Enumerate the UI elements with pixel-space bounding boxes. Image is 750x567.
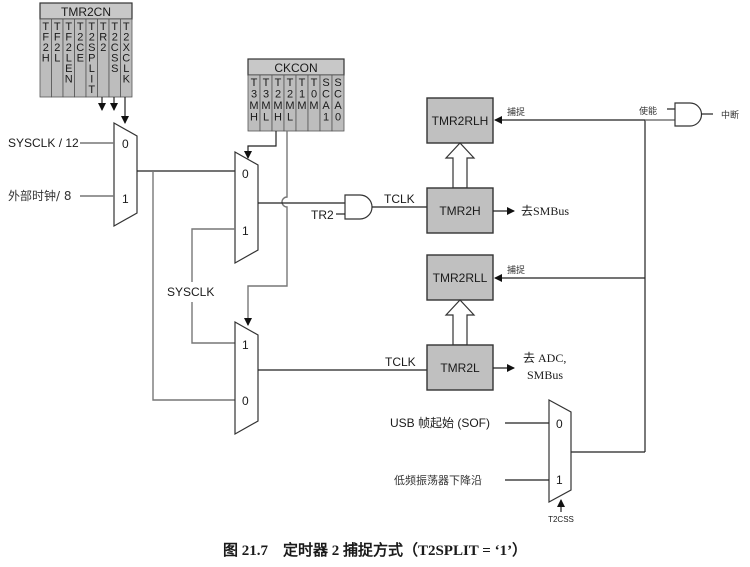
mux1-to-mux3-wire bbox=[152, 171, 235, 401]
tmr2h-label: TMR2H bbox=[439, 204, 480, 218]
usb-sof-label: USB 帧起始 (SOF) bbox=[390, 416, 490, 430]
ckcon-bit-sca0 bbox=[331, 74, 345, 132]
tmr2l-label: TMR2L bbox=[440, 361, 480, 375]
t2mh-arrow bbox=[244, 131, 277, 159]
ckcon-title: CKCON bbox=[274, 61, 317, 75]
sysclk-div12-label: SYSCLK / 12 bbox=[8, 136, 79, 150]
t2css-label: T2CSS bbox=[548, 515, 574, 524]
tmr2rlh-block bbox=[426, 97, 494, 144]
extclk-div8-label: 外部时钟/ 8 bbox=[8, 188, 72, 203]
high-byte-mux bbox=[234, 150, 259, 265]
tmr2rlh-label: TMR2RLH bbox=[432, 114, 489, 128]
tclk-high-label: TCLK bbox=[384, 192, 415, 206]
tmr2rll-label: TMR2RLL bbox=[433, 271, 488, 285]
tmr2l-block bbox=[426, 344, 494, 391]
clock-source-mux bbox=[113, 121, 138, 228]
tmr2l-to-rll-capture-arrow bbox=[444, 299, 476, 346]
t2ml-wire bbox=[247, 131, 288, 325]
tmr2cn-bit-t2xclk bbox=[120, 18, 133, 98]
low-byte-mux bbox=[234, 320, 259, 436]
tr2-label: TR2 bbox=[311, 208, 334, 222]
interrupt-and-gate bbox=[674, 102, 703, 127]
tclk-low-label: TCLK bbox=[385, 355, 416, 369]
mux2-input-0-label: 0 bbox=[242, 167, 249, 181]
enable-label: 使能 bbox=[639, 105, 657, 117]
tmr2rll-block bbox=[426, 254, 494, 301]
to-adc-label-line1: 去 ADC, bbox=[523, 351, 566, 365]
mux3-input-0-label: 0 bbox=[242, 394, 249, 408]
lfo-falling-edge-label: 低频振荡器下降沿 bbox=[394, 473, 482, 487]
interrupt-label: 中断 bbox=[721, 109, 739, 121]
tmr2cn-title: TMR2CN bbox=[61, 5, 111, 19]
to-smbus-label: 去SMBus bbox=[521, 204, 569, 218]
mux1-input-0-label: 0 bbox=[122, 137, 129, 151]
tr2-and-gate bbox=[344, 194, 373, 220]
sysclk-to-mux2-wire bbox=[191, 228, 235, 282]
figure-caption: 图 21.7 定时器 2 捕捉方式（T2SPLIT = ‘1’） bbox=[223, 541, 527, 559]
mux4-input-1-label: 1 bbox=[556, 473, 563, 487]
capture-high-label: 捕捉 bbox=[507, 106, 525, 118]
mux4-input-0-label: 0 bbox=[556, 417, 563, 431]
capture-low-label: 捕捉 bbox=[507, 264, 525, 276]
mux2-input-1-label: 1 bbox=[242, 224, 249, 238]
to-adc-label-line2: SMBus bbox=[527, 368, 563, 382]
tmr2h-block bbox=[426, 187, 494, 234]
sysclk-to-mux3-wire bbox=[191, 302, 235, 344]
mux3-input-1-label: 1 bbox=[242, 338, 249, 352]
mux1-input-1-label: 1 bbox=[122, 192, 129, 206]
t2ml-arrowhead bbox=[244, 318, 252, 326]
capture-source-mux bbox=[548, 398, 572, 504]
tmr2h-to-rlh-capture-arrow bbox=[444, 142, 476, 189]
sysclk-label: SYSCLK bbox=[167, 285, 214, 299]
